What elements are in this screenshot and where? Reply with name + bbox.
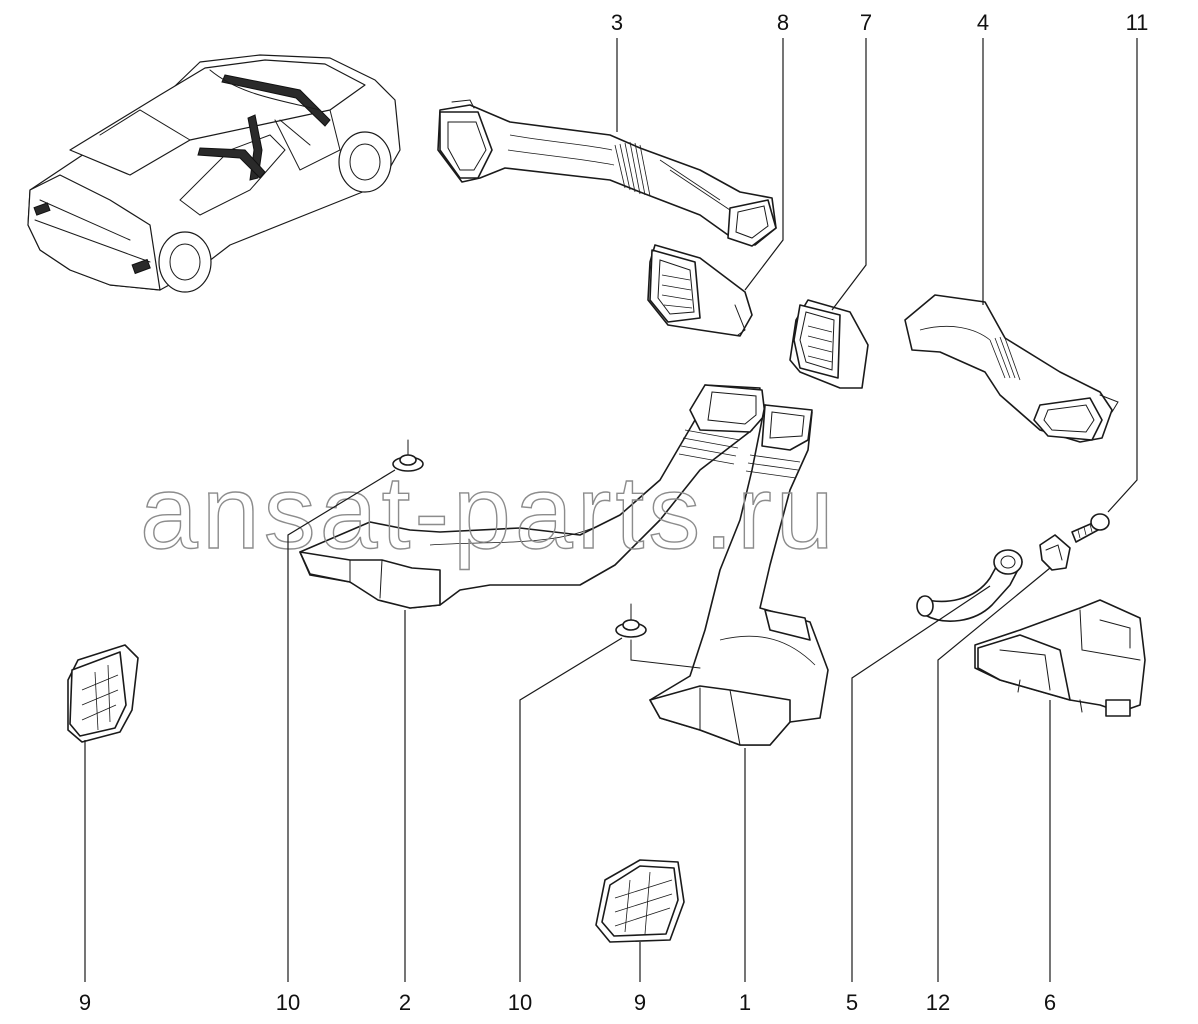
callout-labels-bottom: 9 10 2 10 9 1 5 12 6 [79, 990, 1056, 1015]
callout-7: 7 [860, 10, 872, 35]
part-9-grille-left [67, 644, 139, 743]
part-12-bracket-clip [1039, 534, 1071, 571]
part-9-grille-bottom [595, 859, 685, 943]
callout-labels-top: 3 8 7 4 11 [611, 10, 1149, 35]
car-overview-illustration [27, 54, 401, 293]
callout-10-right: 10 [508, 990, 532, 1015]
part-3-upper-duct [437, 99, 777, 247]
callout-2: 2 [399, 990, 411, 1015]
part-8-vent-grille [647, 244, 753, 337]
part-11-screw [1071, 513, 1110, 543]
part-1-right-floor-duct [649, 404, 829, 746]
callout-9-left: 9 [79, 990, 91, 1015]
callout-11: 11 [1126, 10, 1149, 35]
callout-1: 1 [739, 990, 751, 1015]
callout-9-right: 9 [634, 990, 646, 1015]
leader-lines [84, 38, 1138, 982]
callout-5: 5 [846, 990, 858, 1015]
part-7-vent-grille [789, 299, 869, 389]
part-10-clip-lower [615, 603, 701, 669]
part-4-right-duct [904, 294, 1119, 443]
watermark-text: ansat-parts.ru [140, 455, 838, 571]
callout-6: 6 [1044, 990, 1056, 1015]
part-10-clip-upper [392, 439, 424, 472]
callout-8: 8 [777, 10, 789, 35]
callout-10-left: 10 [276, 990, 300, 1015]
callout-4: 4 [977, 10, 989, 35]
part-6-housing-unit [974, 599, 1146, 717]
part-5-hose [916, 549, 1023, 622]
callout-12: 12 [926, 990, 950, 1015]
callout-3: 3 [611, 10, 623, 35]
part-2-left-floor-duct [299, 384, 766, 609]
